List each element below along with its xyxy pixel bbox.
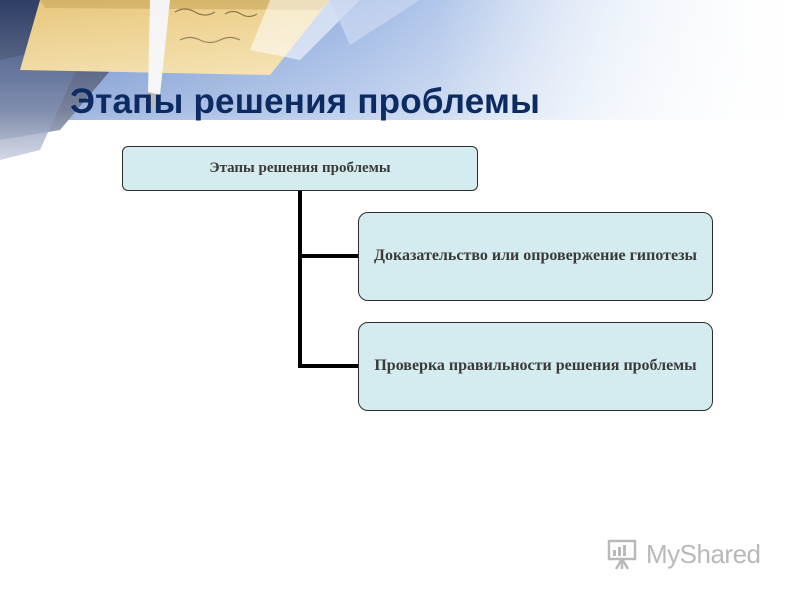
watermark-text: MyShared <box>646 538 761 569</box>
diagram-child-node-1: Доказательство или опровержение гипотезы <box>358 212 713 301</box>
child-node-2-label: Проверка правильности решения проблемы <box>374 357 697 375</box>
root-node-label: Этапы решения проблемы <box>209 159 391 176</box>
presentation-board-icon <box>607 539 637 570</box>
diagram-root-node: Этапы решения проблемы <box>122 146 478 191</box>
child-node-1-label: Доказательство или опровержение гипотезы <box>373 247 698 265</box>
watermark-logo: MyShared <box>606 536 761 572</box>
slide-title: Этапы решения проблемы <box>70 82 541 121</box>
diagram-child-node-2: Проверка правильности решения проблемы <box>358 322 713 411</box>
